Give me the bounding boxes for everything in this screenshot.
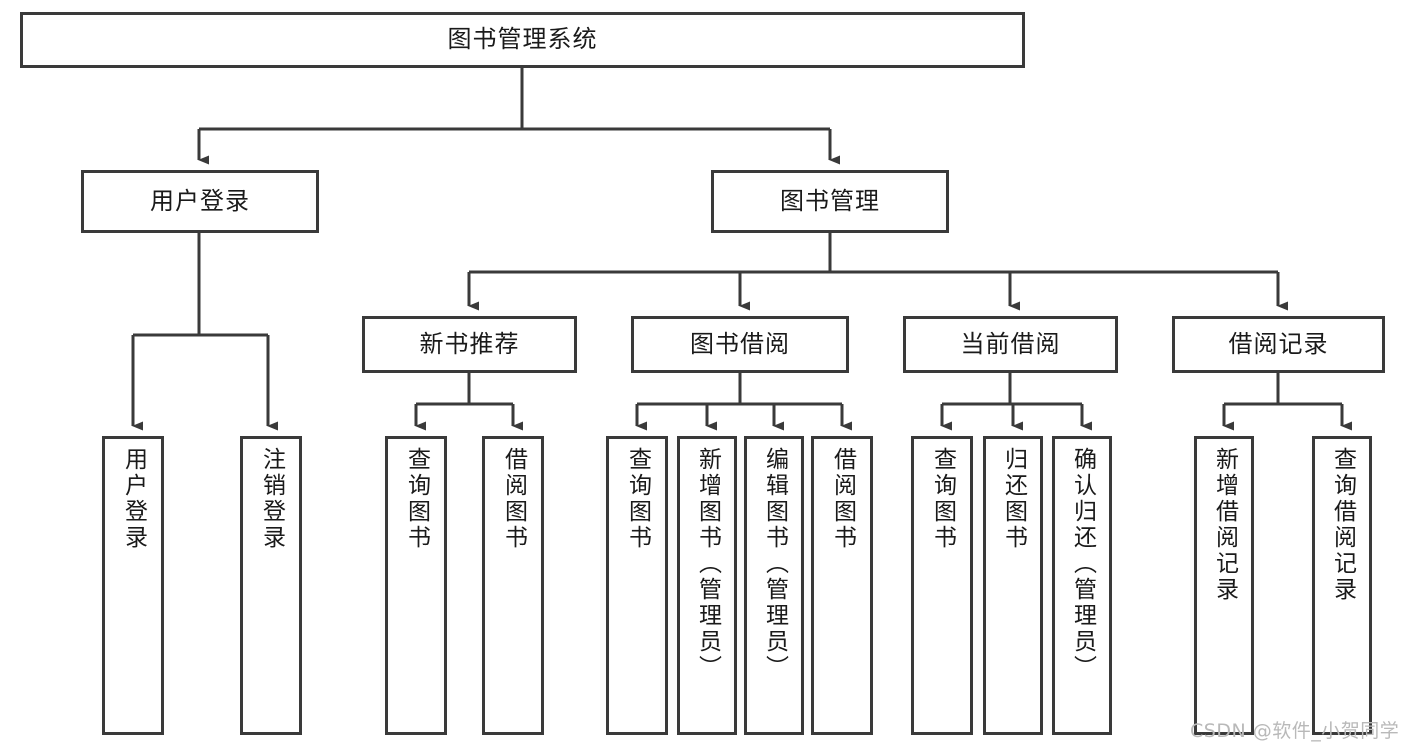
leaf-borrow-records-query[interactable]: 查询借阅记录 [1312, 436, 1372, 735]
leaf-current-borrow-confirm-label: 确认归还（管理员） [1069, 447, 1096, 681]
leaf-current-borrow-query[interactable]: 查询图书 [911, 436, 973, 735]
leaf-book-borrow-edit-label: 编辑图书（管理员） [761, 447, 788, 681]
leaf-user-login-login-label: 用户登录 [120, 447, 147, 551]
node-book-management-label: 图书管理 [780, 186, 880, 215]
leaf-book-borrow-query[interactable]: 查询图书 [606, 436, 668, 735]
leaf-new-book-query[interactable]: 查询图书 [385, 436, 447, 735]
leaf-book-borrow-edit[interactable]: 编辑图书（管理员） [744, 436, 804, 735]
node-book-borrow[interactable]: 图书借阅 [631, 316, 849, 373]
leaf-book-borrow-add-label: 新增图书（管理员） [694, 447, 721, 681]
leaf-current-borrow-confirm[interactable]: 确认归还（管理员） [1052, 436, 1112, 735]
node-user-login[interactable]: 用户登录 [81, 170, 319, 233]
node-root-system-label: 图书管理系统 [447, 25, 598, 54]
leaf-user-login-logout[interactable]: 注销登录 [240, 436, 302, 735]
node-root-system[interactable]: 图书管理系统 [20, 12, 1025, 68]
node-user-login-label: 用户登录 [150, 186, 250, 215]
node-book-borrow-label: 图书借阅 [690, 329, 790, 358]
leaf-book-borrow-query-label: 查询图书 [624, 447, 651, 551]
leaf-book-borrow-add[interactable]: 新增图书（管理员） [677, 436, 737, 735]
node-current-borrow[interactable]: 当前借阅 [903, 316, 1118, 373]
node-new-book-recommend[interactable]: 新书推荐 [362, 316, 577, 373]
leaf-current-borrow-return-label: 归还图书 [1000, 447, 1027, 551]
leaf-borrow-records-query-label: 查询借阅记录 [1329, 447, 1356, 603]
leaf-borrow-records-add[interactable]: 新增借阅记录 [1194, 436, 1254, 735]
leaf-new-book-borrow[interactable]: 借阅图书 [482, 436, 544, 735]
leaf-current-borrow-query-label: 查询图书 [929, 447, 956, 551]
node-current-borrow-label: 当前借阅 [960, 329, 1061, 358]
csdn-watermark: CSDN @软件_小贺同学 [1190, 720, 1400, 742]
node-book-management[interactable]: 图书管理 [711, 170, 949, 233]
leaf-book-borrow-borrow-label: 借阅图书 [829, 447, 856, 551]
leaf-book-borrow-borrow[interactable]: 借阅图书 [811, 436, 873, 735]
node-new-book-recommend-label: 新书推荐 [419, 329, 520, 358]
leaf-current-borrow-return[interactable]: 归还图书 [983, 436, 1043, 735]
node-borrow-records-label: 借阅记录 [1228, 329, 1329, 358]
leaf-borrow-records-add-label: 新增借阅记录 [1211, 447, 1238, 603]
node-borrow-records[interactable]: 借阅记录 [1172, 316, 1385, 373]
leaf-new-book-borrow-label: 借阅图书 [500, 447, 527, 551]
leaf-user-login-login[interactable]: 用户登录 [102, 436, 164, 735]
leaf-user-login-logout-label: 注销登录 [258, 447, 285, 551]
leaf-new-book-query-label: 查询图书 [403, 447, 430, 551]
